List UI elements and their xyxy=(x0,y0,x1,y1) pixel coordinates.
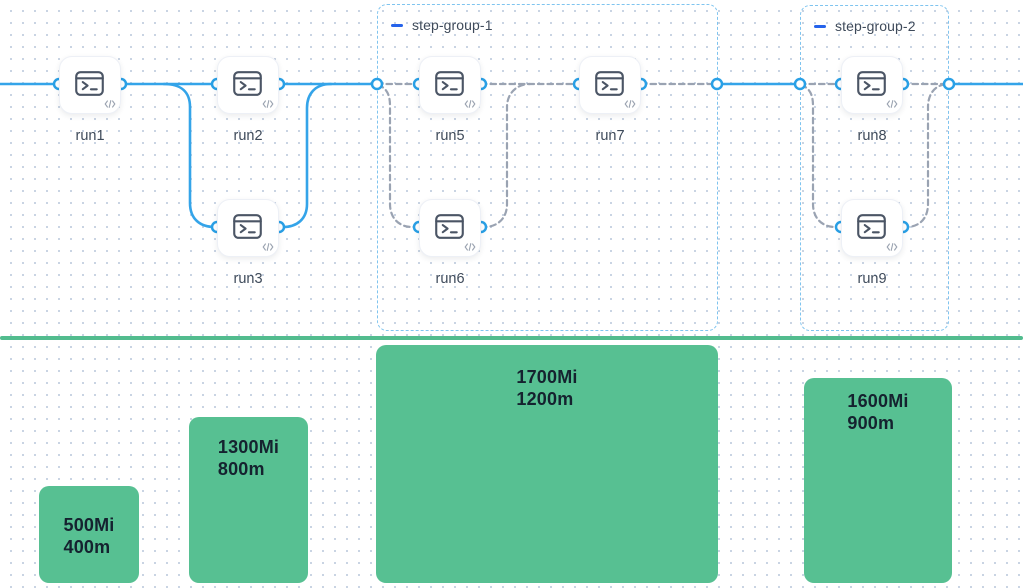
resource-bar-label: 500Mi 400m xyxy=(63,514,114,558)
node-card[interactable] xyxy=(841,199,903,257)
step-group-header: step-group-2 xyxy=(814,18,916,34)
resource-bar-label: 1300Mi 800m xyxy=(218,436,279,480)
node-card[interactable] xyxy=(217,199,279,257)
resource-bar: 1600Mi 900m xyxy=(804,378,952,583)
code-icon xyxy=(262,243,274,251)
code-icon xyxy=(464,243,476,251)
terminal-icon xyxy=(857,71,886,96)
minus-icon[interactable] xyxy=(391,23,403,27)
step-group-label: step-group-1 xyxy=(412,17,493,33)
workflow-node-run7[interactable]: run7 xyxy=(560,56,660,144)
workflow-node-run9[interactable]: run9 xyxy=(822,199,922,287)
workflow-node-run8[interactable]: run8 xyxy=(822,56,922,144)
code-icon xyxy=(886,243,898,251)
cpu-value: 900m xyxy=(847,413,895,433)
node-label: run6 xyxy=(435,271,465,287)
node-label: run7 xyxy=(595,128,625,144)
code-icon xyxy=(262,100,274,108)
workflow-node-run1[interactable]: run1 xyxy=(40,56,140,144)
resource-bar-label: 1700Mi 1200m xyxy=(516,366,577,410)
code-icon xyxy=(624,100,636,108)
memory-value: 1700Mi xyxy=(516,367,578,387)
resource-bar: 500Mi 400m xyxy=(39,486,139,583)
terminal-icon xyxy=(435,214,464,239)
terminal-icon xyxy=(233,214,262,239)
node-card[interactable] xyxy=(841,56,903,114)
node-card[interactable] xyxy=(579,56,641,114)
node-label: run3 xyxy=(233,271,263,287)
code-icon xyxy=(104,100,116,108)
cpu-value: 1200m xyxy=(516,389,574,409)
node-card[interactable] xyxy=(59,56,121,114)
node-label: run9 xyxy=(857,271,887,287)
step-group-label: step-group-2 xyxy=(835,18,916,34)
terminal-icon xyxy=(233,71,262,96)
node-card[interactable] xyxy=(419,199,481,257)
memory-value: 1600Mi xyxy=(847,391,909,411)
workflow-node-run3[interactable]: run3 xyxy=(198,199,298,287)
node-label: run8 xyxy=(857,128,887,144)
memory-value: 500Mi xyxy=(63,515,115,535)
workflow-node-run2[interactable]: run2 xyxy=(198,56,298,144)
cpu-value: 400m xyxy=(63,537,111,557)
terminal-icon xyxy=(857,214,886,239)
divider-line xyxy=(0,336,1023,340)
code-icon xyxy=(464,100,476,108)
resource-bar: 1700Mi 1200m xyxy=(376,345,718,583)
workflow-node-run5[interactable]: run5 xyxy=(400,56,500,144)
resource-bar-label: 1600Mi 900m xyxy=(847,390,908,434)
cpu-value: 800m xyxy=(217,459,265,479)
memory-value: 1300Mi xyxy=(217,437,280,457)
node-label: run5 xyxy=(435,128,465,144)
terminal-icon xyxy=(75,71,104,96)
terminal-icon xyxy=(435,71,464,96)
node-label: run2 xyxy=(233,128,263,144)
workflow-node-run6[interactable]: run6 xyxy=(400,199,500,287)
minus-icon[interactable] xyxy=(814,24,826,28)
node-card[interactable] xyxy=(419,56,481,114)
node-card[interactable] xyxy=(217,56,279,114)
step-group-header: step-group-1 xyxy=(391,17,493,33)
terminal-icon xyxy=(595,71,624,96)
code-icon xyxy=(886,100,898,108)
node-label: run1 xyxy=(75,128,105,144)
resource-bar: 1300Mi 800m xyxy=(189,417,308,583)
